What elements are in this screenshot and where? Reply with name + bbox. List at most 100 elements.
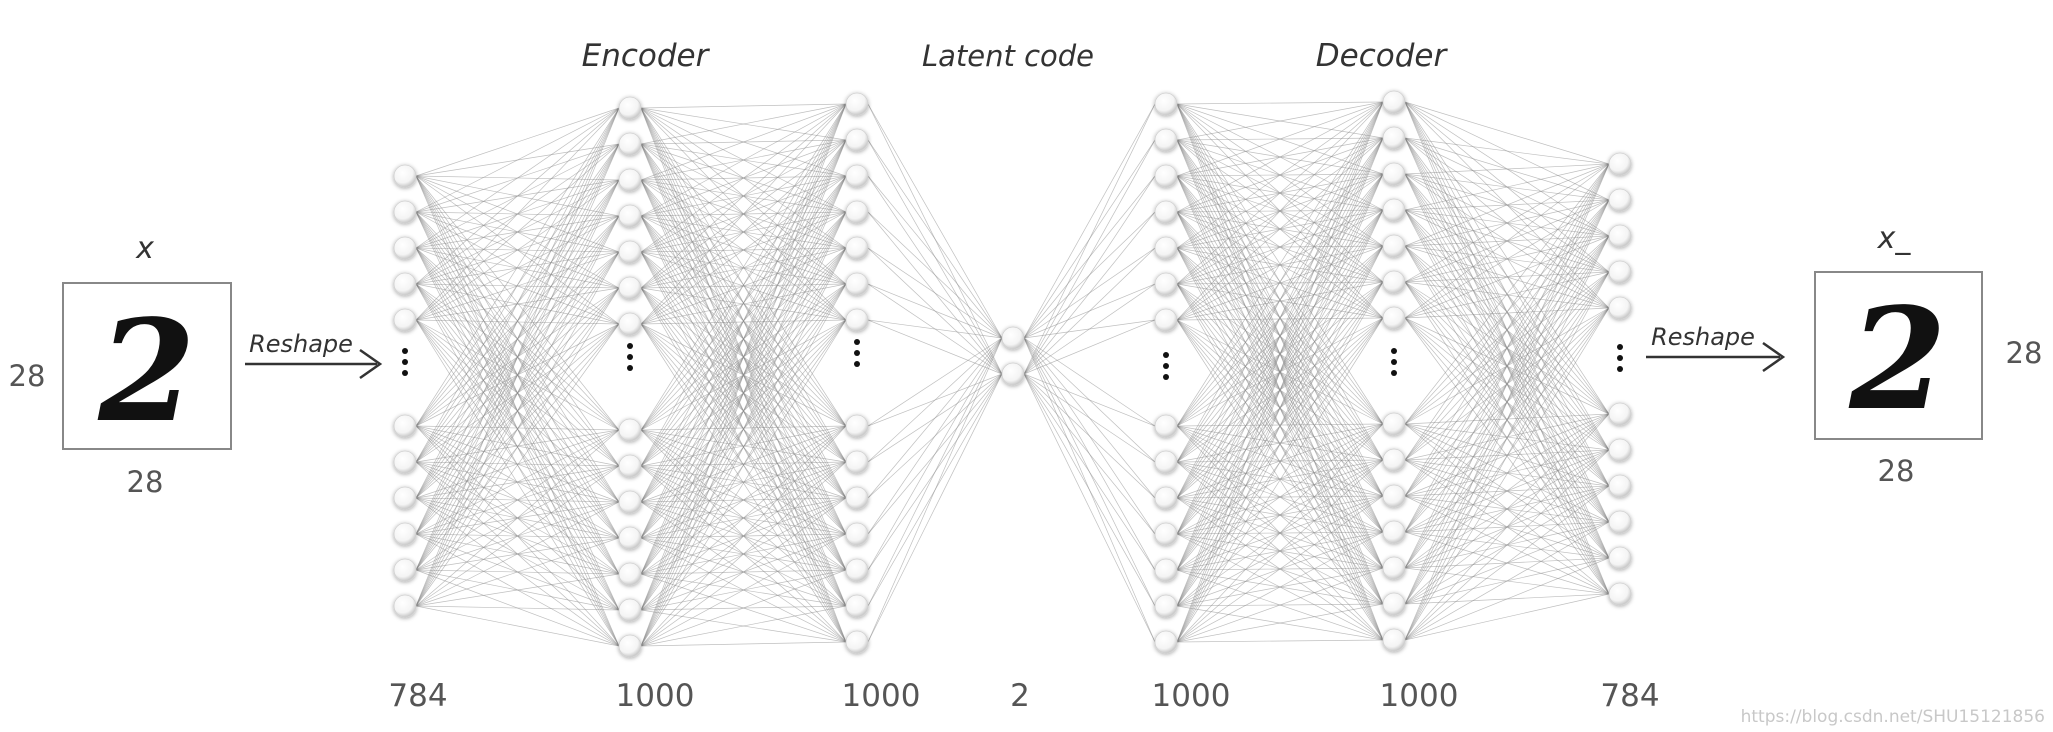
neuron-node [1382,556,1406,580]
connection-line [640,103,847,325]
neuron-node [845,200,869,224]
connection-line [1023,319,1156,375]
connection-line [1404,163,1610,569]
connection-line [415,107,620,607]
connection-line [1176,281,1384,643]
connection-line [1176,245,1384,643]
reshape-label-right: Reshape [1651,323,1755,351]
connection-line [640,605,847,647]
neuron-node [393,414,417,438]
connection-line [415,429,620,463]
connection-line [867,139,1003,339]
neuron-node [1154,594,1178,618]
neuron-node [845,450,869,474]
neuron-node [1382,90,1406,114]
encoder-title: Encoder [582,38,711,74]
connection-line [1176,101,1384,249]
connection-line [415,143,620,607]
connection-line [867,337,1003,643]
neuron-node [618,204,642,228]
latent-code-title: Latent code [922,39,1094,73]
connection-line [640,497,847,647]
neuron-node [845,630,869,654]
neuron-node [618,240,642,264]
connection-line [1176,423,1384,571]
layer-size-5: 1000 [1152,678,1231,714]
ellipsis-dot [1391,348,1397,354]
connection-line [1176,317,1384,643]
neuron-node [1154,308,1178,332]
connection-line [1176,101,1384,427]
neuron-node [618,132,642,156]
connection-line [1023,373,1156,571]
connection-line [415,107,620,285]
connection-line [415,107,620,499]
input-symbol: x [135,231,154,266]
neuron-node [845,308,869,332]
connection-line [640,103,847,611]
connection-line [1404,235,1610,641]
connection-line [640,175,847,647]
neuron-node [845,414,869,438]
neuron-node [1608,260,1632,284]
connection-line [415,107,620,427]
connection-line [1404,163,1610,247]
connection-line [1404,101,1610,415]
connection-line [640,283,847,647]
ellipsis-dot [627,354,633,360]
neuron-node [1608,438,1632,462]
connection-line [1176,209,1384,643]
connection-line [1176,101,1384,535]
connection-line [415,143,620,321]
connection-line [1023,373,1156,535]
neuron-node [845,486,869,510]
connection-line [640,103,847,109]
neuron-node [845,236,869,260]
neuron-node [1608,224,1632,248]
connection-line [415,573,620,607]
decoder-title: Decoder [1316,38,1449,74]
connection-line [640,569,847,647]
ellipsis-dot [627,365,633,371]
connection-line [415,107,620,249]
neuron-node [1001,326,1025,350]
connection-line [640,103,847,253]
connection-line [640,103,847,575]
neuron-node [845,272,869,296]
connection-line [415,179,620,607]
neuron-node [1382,234,1406,258]
neuron-node [618,634,642,658]
connection-line [1023,175,1156,375]
output-digit: 2 [1848,278,1946,442]
neuron-node [1382,592,1406,616]
connection-line [1404,163,1610,497]
connection-line [415,323,620,607]
neuron-node [393,236,417,260]
connection-line [640,319,847,647]
connection-line [867,337,1003,535]
layer-size-6: 1000 [1380,678,1459,714]
neuron-node [618,276,642,300]
neuron-node [845,92,869,116]
connection-line [415,501,620,607]
neuron-node [393,308,417,332]
connection-line [640,103,847,467]
connection-line [1404,163,1610,283]
connection-line [1404,413,1610,641]
connections [415,101,1610,647]
ellipsis-dot [1391,370,1397,376]
output-symbol: x_ [1877,221,1912,256]
neuron-node [1154,92,1178,116]
connection-line [867,211,1003,339]
output-image-group: x_ 2 28 28 [1814,221,2042,488]
connection-line [640,103,847,539]
ellipsis-dot [1617,366,1623,372]
reshape-arrow-left: Reshape [245,330,383,380]
ellipsis-dot [854,339,860,345]
connection-line [415,605,620,647]
connection-line [1023,103,1156,339]
connection-line [640,103,847,181]
neuron-node [1382,162,1406,186]
connection-line [867,373,1003,643]
ellipsis-dot [1617,344,1623,350]
